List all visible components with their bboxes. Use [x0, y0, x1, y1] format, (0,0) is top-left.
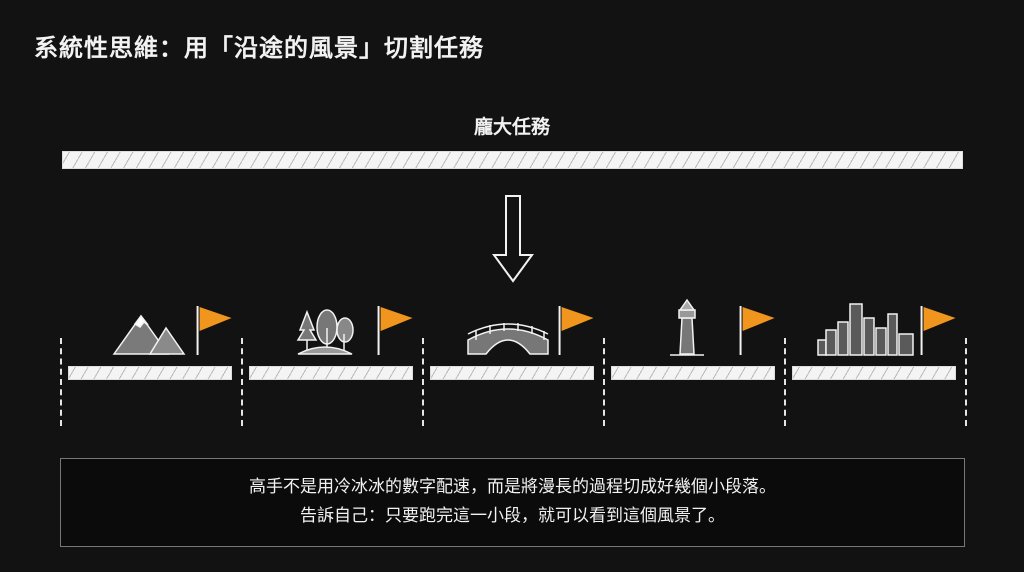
big-task-label: 龐大任務 — [473, 116, 550, 138]
mountain-icon — [112, 314, 186, 355]
message-line-1: 高手不是用冷冰冰的數字配速，而是將漫長的過程切成好幾個小段落。 — [249, 477, 776, 497]
segment-divider — [60, 338, 62, 426]
down-arrow-icon — [492, 195, 534, 283]
segment-divider — [422, 338, 424, 426]
message-box: 高手不是用冷冰冰的數字配速，而是將漫長的過程切成好幾個小段落。 告訴自己：只要跑… — [60, 458, 965, 547]
city-icon — [817, 303, 914, 356]
segment-bar — [611, 366, 775, 380]
bridge-icon — [467, 323, 549, 355]
slide-title: 系統性思維：用「沿途的風景」切割任務 — [34, 34, 484, 62]
flag-icon — [196, 306, 232, 355]
segment-divider — [603, 338, 605, 426]
flag-icon — [377, 306, 413, 355]
lighthouse-icon — [670, 298, 704, 356]
segment-divider — [784, 338, 786, 426]
flag-icon — [920, 306, 956, 355]
trees-icon — [296, 309, 354, 355]
segment-bar — [430, 366, 594, 380]
segment-bar — [792, 366, 956, 380]
segment-bar — [249, 366, 413, 380]
message-line-2: 告訴自己：只要跑完這一小段，就可以看到這個風景了。 — [300, 506, 725, 526]
flag-icon — [739, 306, 775, 355]
segment-bar — [68, 366, 232, 380]
flag-icon — [558, 306, 594, 355]
segment-divider — [965, 338, 967, 426]
segment-divider — [241, 338, 243, 426]
big-task-bar — [62, 151, 963, 169]
